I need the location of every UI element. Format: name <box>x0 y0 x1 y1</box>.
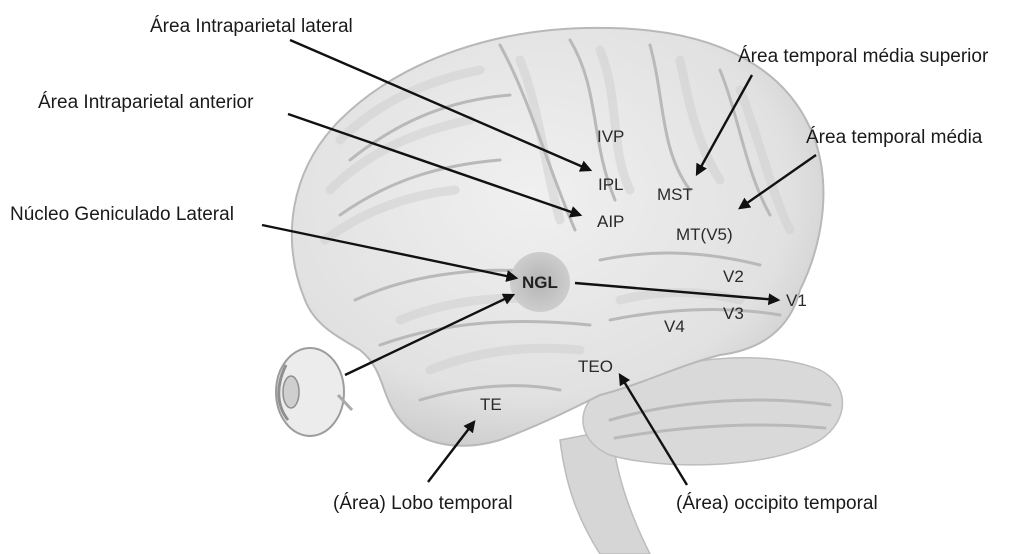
area-ipl: IPL <box>598 175 624 194</box>
area-te: TE <box>480 395 502 414</box>
label-nucleo-geniculado-lateral: Núcleo Geniculado Lateral <box>10 204 234 225</box>
area-aip: AIP <box>597 212 624 231</box>
label-intraparietal-lateral: Área Intraparietal lateral <box>150 16 353 37</box>
label-intraparietal-anterior: Área Intraparietal anterior <box>38 92 254 113</box>
label-temporal-media-superior: Área temporal média superior <box>738 46 989 67</box>
area-ngl: NGL <box>522 273 558 292</box>
area-mt: MT(V5) <box>676 225 733 244</box>
label-lobo-temporal: (Área) Lobo temporal <box>333 493 513 514</box>
area-v3: V3 <box>723 304 744 323</box>
eye-illustration <box>276 348 352 436</box>
area-v2: V2 <box>723 267 744 286</box>
label-occipito-temporal: (Área) occipito temporal <box>676 493 878 514</box>
area-v1: V1 <box>786 291 807 310</box>
area-teo: TEO <box>578 357 613 376</box>
area-ivp: IVP <box>597 127 624 146</box>
area-v4: V4 <box>664 317 685 336</box>
area-mst: MST <box>657 185 693 204</box>
label-temporal-media: Área temporal média <box>806 127 983 148</box>
